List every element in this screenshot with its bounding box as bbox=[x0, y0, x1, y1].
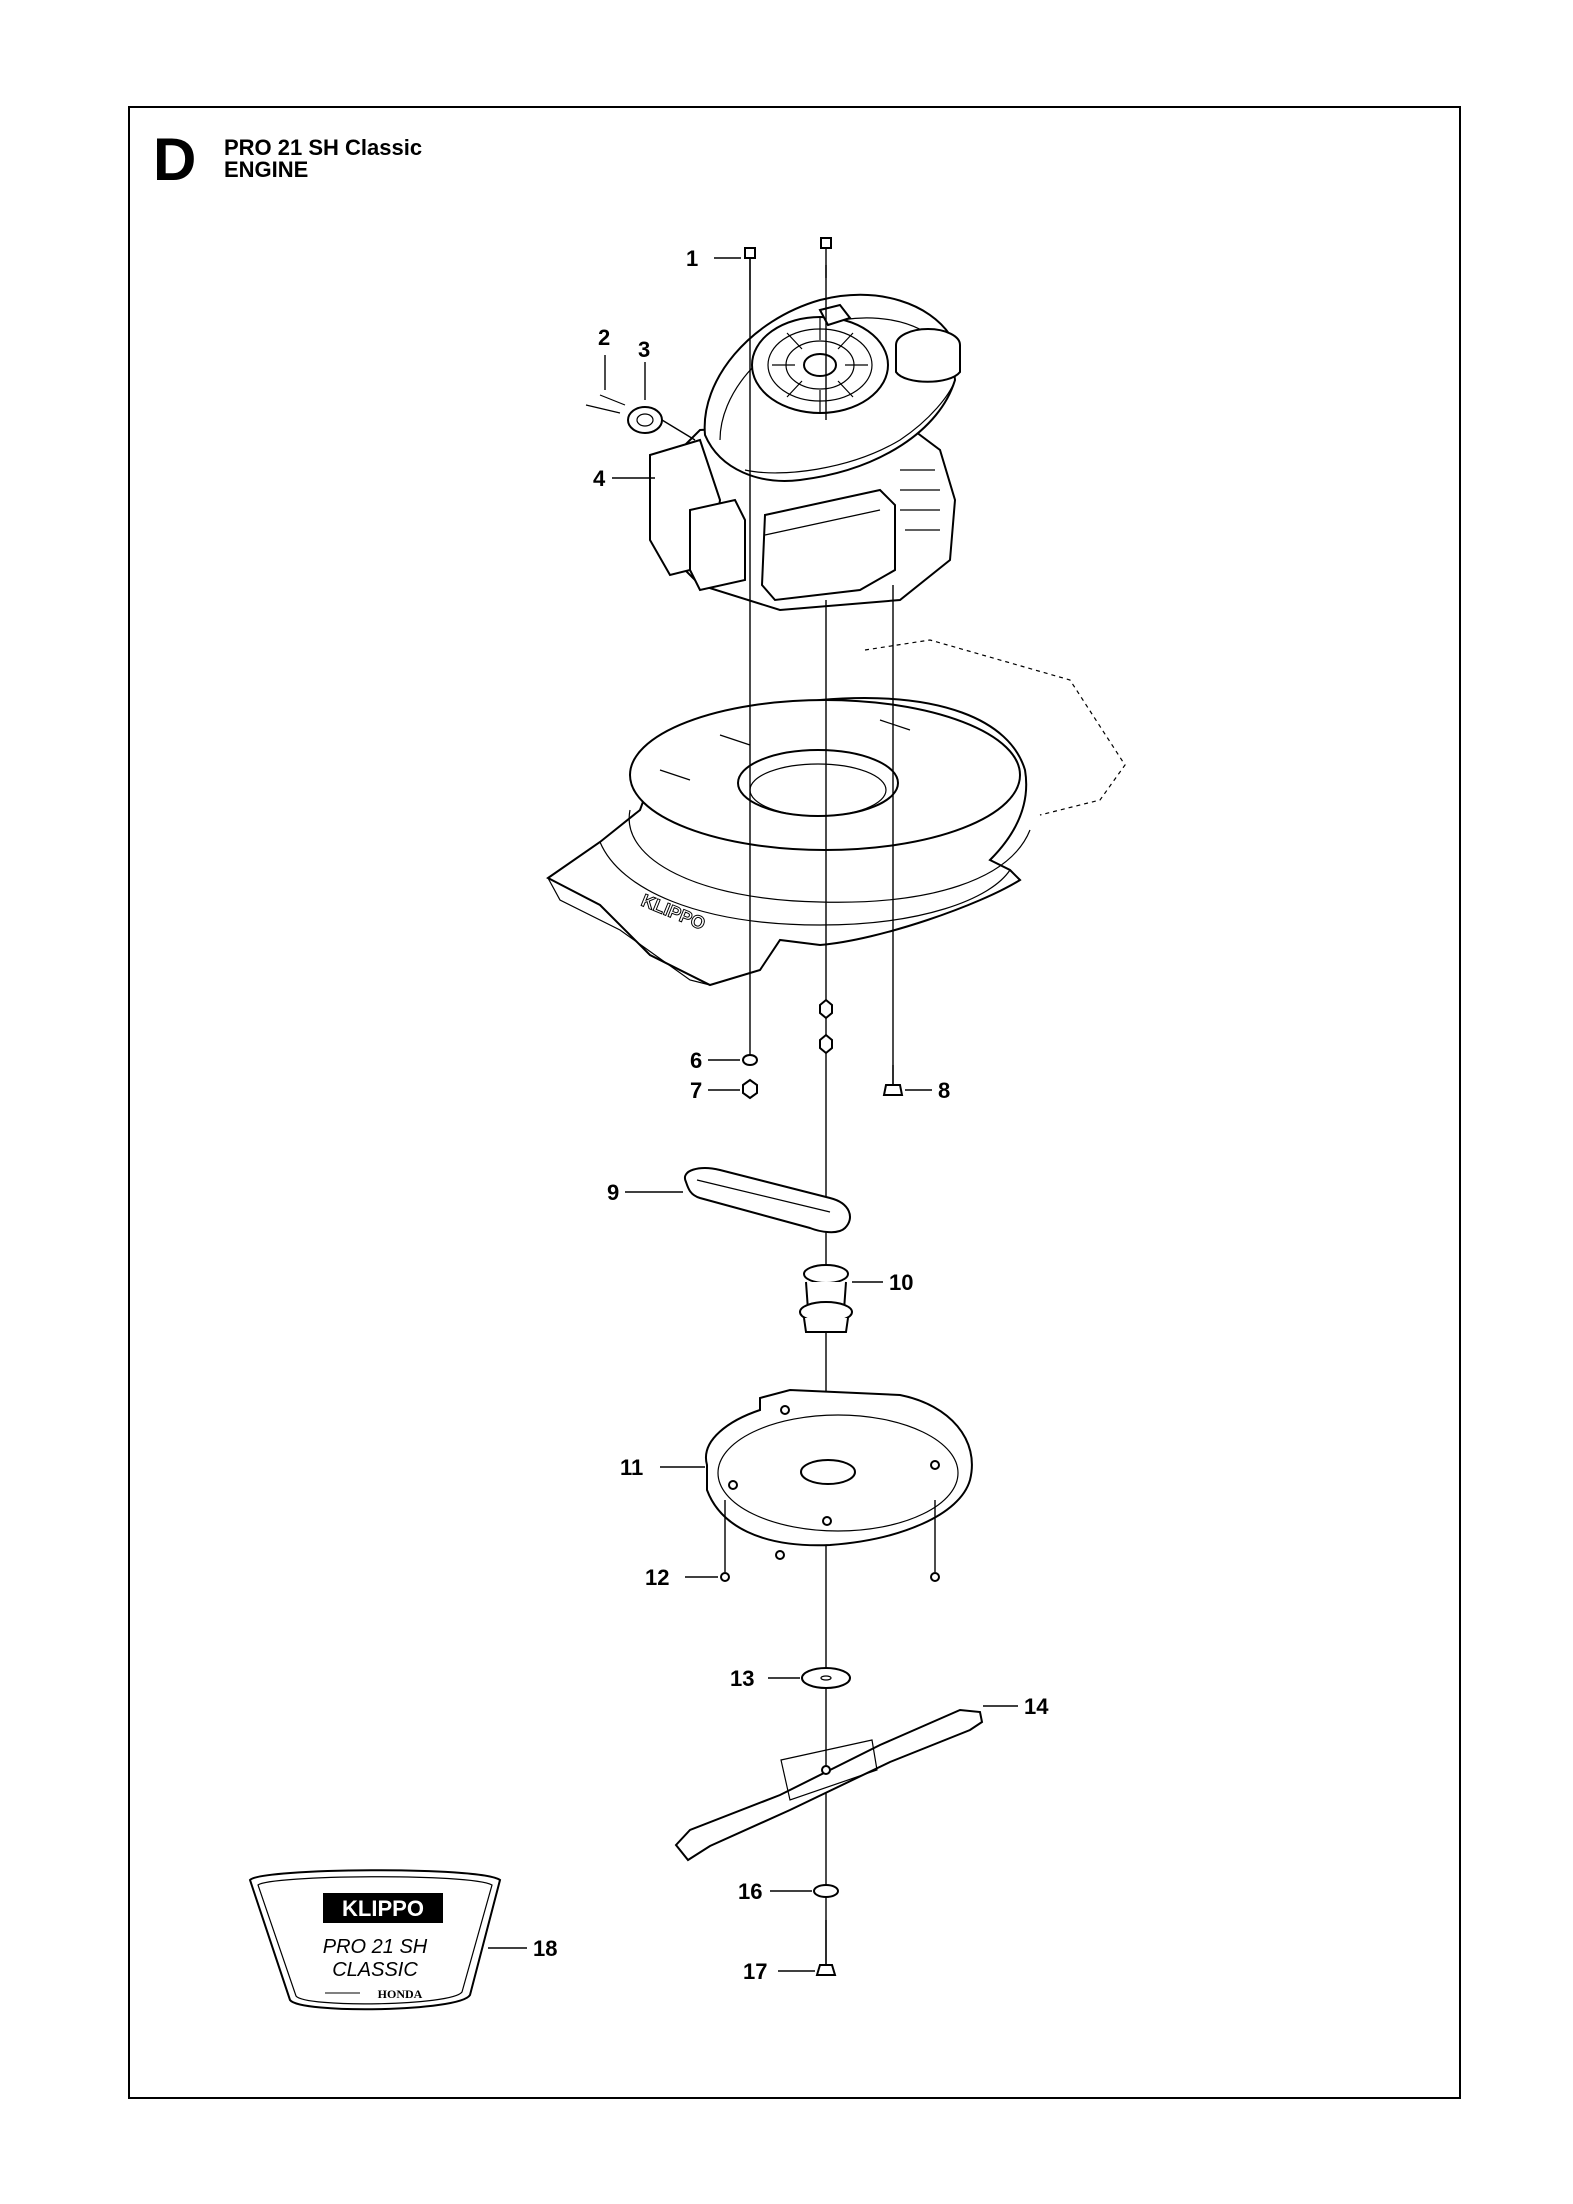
part-14-blade bbox=[674, 1705, 1018, 1862]
klippo-logo-icon bbox=[323, 1893, 443, 1923]
part-3-bushing bbox=[627, 362, 696, 441]
part-16-washer bbox=[770, 1884, 839, 1898]
callout-16: 16 bbox=[738, 1879, 762, 1904]
callout-4: 4 bbox=[593, 466, 606, 491]
decal-powered-by: HONDA bbox=[378, 1987, 423, 2001]
decal-model-line2: CLASSIC bbox=[332, 1959, 418, 1981]
section-letter: D bbox=[153, 126, 197, 193]
page-subtitle: ENGINE bbox=[224, 157, 309, 182]
callout-13: 13 bbox=[730, 1666, 754, 1691]
callout-3: 3 bbox=[638, 337, 650, 362]
callout-9: 9 bbox=[607, 1180, 619, 1205]
title-block: PRO 21 SH Classic ENGINE bbox=[224, 137, 422, 181]
decal-brand: KLIPPO bbox=[342, 1896, 424, 1921]
callout-8: 8 bbox=[938, 1078, 950, 1103]
decal-model-line1: PRO 21 SH bbox=[323, 1936, 428, 1958]
part-17-bolt bbox=[778, 1920, 837, 1976]
part-10-pulley bbox=[799, 1264, 883, 1333]
callout-14: 14 bbox=[1024, 1694, 1049, 1719]
shaft-nut-icon bbox=[819, 1033, 833, 1055]
callout-18: 18 bbox=[533, 1936, 557, 1961]
part-12-screw bbox=[685, 1500, 940, 1582]
part-1b-bolt bbox=[820, 237, 832, 278]
part-2-spring-pin bbox=[585, 355, 626, 414]
drawing-frame bbox=[128, 106, 1461, 2099]
part-8-bolt bbox=[882, 1065, 932, 1096]
part-7-nut bbox=[708, 1078, 758, 1100]
callout-6: 6 bbox=[690, 1048, 702, 1073]
part-6-washer bbox=[708, 1054, 758, 1066]
callout-10: 10 bbox=[889, 1270, 913, 1295]
callout-17: 17 bbox=[743, 1959, 767, 1984]
part-18-decal: KLIPPO PRO 21 SH CLASSIC HONDA bbox=[248, 1869, 527, 2011]
engine-illustration bbox=[649, 293, 961, 612]
callout-1: 1 bbox=[686, 246, 698, 271]
mower-deck-illustration: KLIPPO bbox=[546, 639, 1126, 987]
callout-12: 12 bbox=[645, 1565, 669, 1590]
page-title: PRO 21 SH Classic bbox=[224, 135, 423, 160]
shaft-nut-icon bbox=[819, 998, 833, 1020]
part-13-washer bbox=[768, 1667, 851, 1689]
callout-7: 7 bbox=[690, 1078, 702, 1103]
part-9-belt bbox=[625, 1167, 851, 1234]
callout-2: 2 bbox=[598, 325, 610, 350]
callout-labels: 1 2 3 4 6 7 8 9 10 11 12 13 14 16 17 18 bbox=[533, 246, 1049, 1984]
part-11-blade-guard bbox=[660, 1388, 973, 1547]
callout-11: 11 bbox=[620, 1455, 643, 1480]
part-1-bolt bbox=[714, 247, 756, 290]
